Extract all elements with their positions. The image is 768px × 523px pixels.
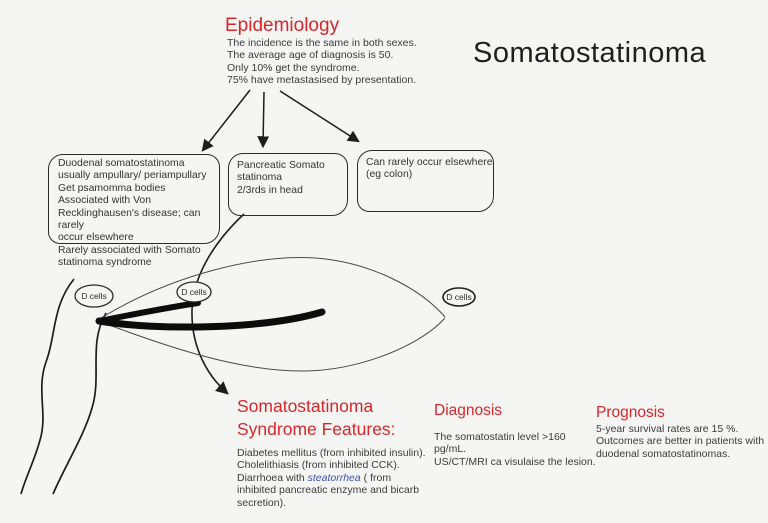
node-line: 2/3rds in head: [237, 184, 303, 196]
arrow-to-duodenal-node: [201, 89, 251, 152]
node-line: Pancreatic Somato: [237, 160, 325, 171]
node-line: statinoma syndrome: [58, 257, 152, 269]
pancreas-upper-outline: [100, 257, 446, 319]
d-cells-label: D cells: [81, 291, 107, 301]
epidemiology-line: 75% have metastasised by presentation.: [227, 74, 417, 87]
syndrome-line: Diarrhoea with steatorrhea ( from: [237, 472, 426, 484]
syndrome-line-suffix: ( from: [360, 471, 392, 484]
epidemiology-line: The average age of diagnosis is 50.: [227, 49, 394, 62]
prognosis-text: 5-year survival rates are 15 %. Outcomes…: [596, 423, 764, 460]
prognosis-line: duodenal somatostatinomas.: [596, 447, 731, 460]
syndrome-heading-line: Syndrome Features:: [237, 419, 396, 439]
d-cells-oval-pancreas-head: [176, 281, 212, 303]
d-cells-oval-duodenum: [74, 284, 114, 308]
syndrome-heading-line: Somatostatinoma: [237, 396, 374, 416]
node-elsewhere-text: Can rarely occur elsewhere (eg colon): [366, 157, 494, 182]
syndrome-line-prefix: Diarrhoea with: [237, 471, 308, 484]
syndrome-features-text: Diabetes mellitus (from inhibited insuli…: [237, 447, 426, 509]
epidemiology-line: Only 10% get the syndrome.: [227, 61, 360, 74]
diagnosis-text: The somatostatin level >160 pg/mL. US/CT…: [434, 431, 596, 468]
d-cells-label: D cells: [446, 292, 472, 302]
arrow-to-elsewhere-node: [279, 90, 360, 143]
epidemiology-text: The incidence is the same in both sexes.…: [227, 37, 417, 87]
node-line: Associated with Von: [58, 195, 151, 207]
node-line: Duodenal somatostatinoma: [58, 158, 185, 169]
pancreas-lower-outline: [100, 317, 446, 372]
node-line: Can rarely occur elsewhere: [366, 157, 493, 168]
node-pancreatic-text: Pancreatic Somato statinoma 2/3rds in he…: [237, 160, 345, 197]
node-line: occur elsewhere: [58, 232, 134, 244]
node-duodenal-text: Duodenal somatostatinoma usually ampulla…: [58, 158, 223, 270]
syndrome-line: Diabetes mellitus (from inhibited insuli…: [237, 447, 426, 459]
prognosis-line: Outcomes are better in patients with: [596, 435, 765, 448]
duodenum-inner-curve: [52, 312, 107, 495]
node-line: usually ampullary/ periampullary: [58, 170, 207, 182]
node-line: Rarely associated with Somato: [58, 244, 201, 256]
prognosis-line: 5-year survival rates are 15 %.: [596, 423, 739, 435]
syndrome-line: inhibited pancreatic enzyme and bicarb: [237, 484, 420, 497]
epidemiology-line: The incidence is the same in both sexes.: [227, 37, 417, 49]
diagnosis-heading: Diagnosis: [434, 402, 503, 419]
arrow-to-syndrome-features: [191, 213, 245, 395]
syndrome-features-heading: Somatostatinoma Syndrome Features:: [237, 395, 396, 441]
epidemiology-heading: Epidemiology: [225, 15, 340, 36]
node-line: (eg colon): [366, 169, 413, 181]
node-rare-elsewhere: [357, 150, 494, 212]
node-line: Get psamomma bodies: [58, 182, 166, 194]
thick-secretion-arrow-shaft: [95, 308, 326, 331]
page-title: Somatostatinoma: [473, 37, 707, 69]
d-cells-label: D cells: [181, 287, 207, 297]
node-pancreatic-somatostatinoma: [228, 153, 348, 216]
arrow-to-pancreatic-node: [257, 91, 270, 149]
prognosis-heading: Prognosis: [596, 404, 665, 421]
syndrome-line: secretion).: [237, 496, 287, 509]
d-cells-oval-pancreas-tail: [442, 287, 476, 307]
node-line: Recklinghausen's disease; can rarely: [58, 207, 201, 232]
thick-secretion-arrow-barb: [96, 300, 201, 324]
node-duodenal-somatostatinoma: [48, 154, 220, 244]
steatorrhea-link[interactable]: steatorrhea: [307, 471, 361, 484]
diagnosis-line: pg/mL.: [434, 443, 467, 456]
duodenum-outer-curve: [20, 278, 75, 495]
node-line: statinoma: [237, 172, 283, 184]
diagnosis-line: The somatostatin level >160: [434, 431, 566, 443]
diagnosis-line: US/CT/MRI ca visulaise the lesion.: [434, 455, 596, 468]
syndrome-line: Cholelithiasis (from inhibited CCK).: [237, 459, 400, 472]
